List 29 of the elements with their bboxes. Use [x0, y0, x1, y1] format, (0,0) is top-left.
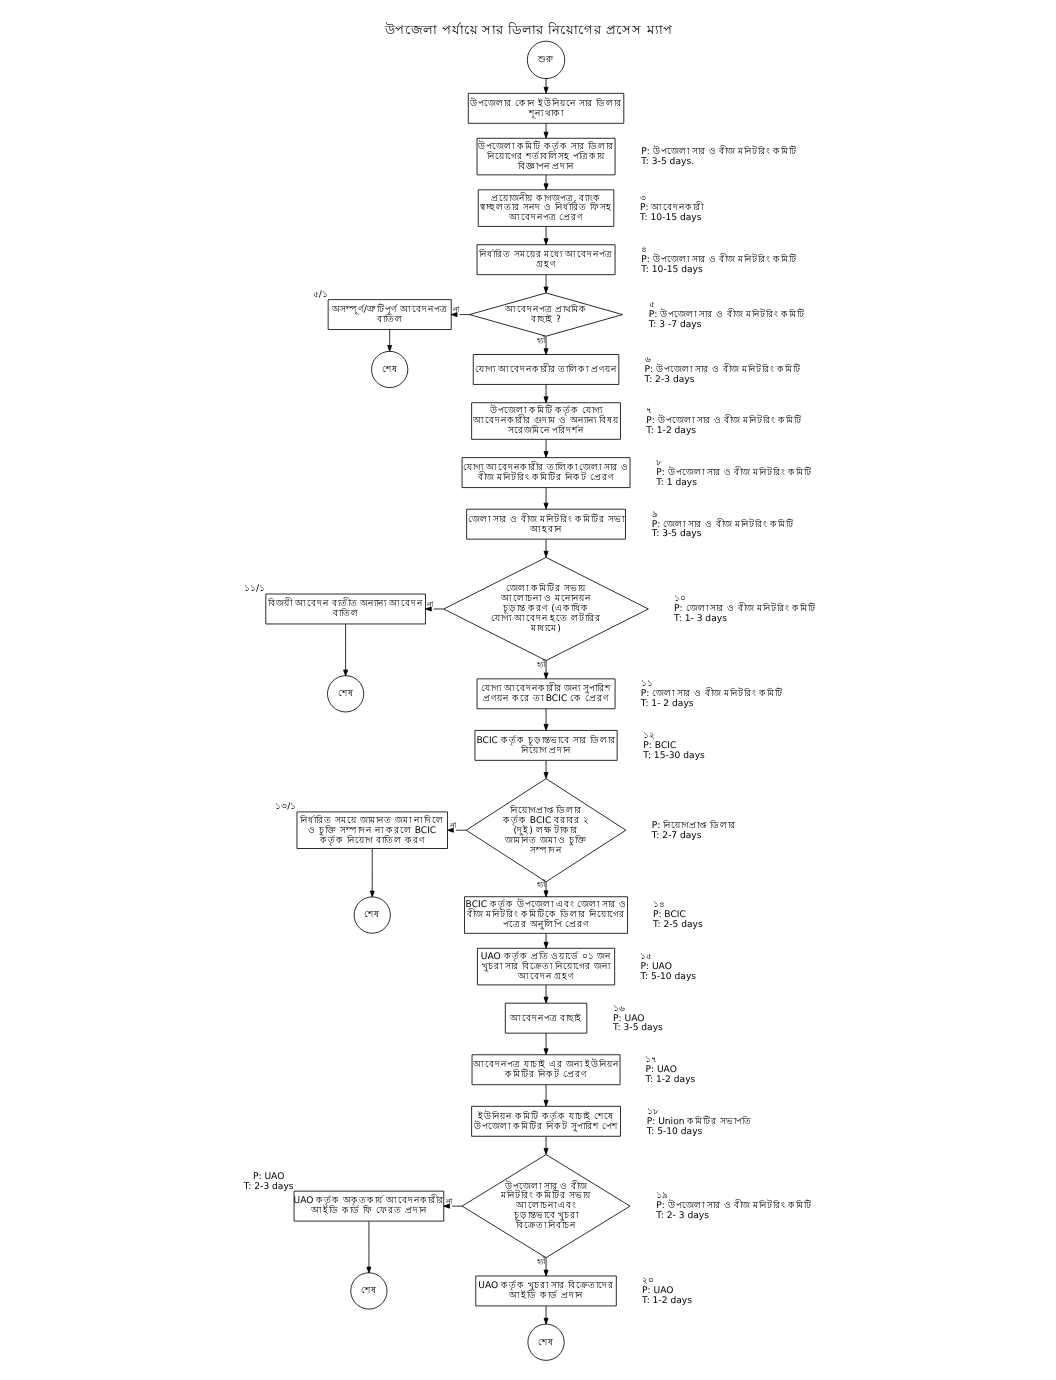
- arrow: [386, 329, 392, 352]
- arrow: [442, 1203, 462, 1209]
- arrow: [342, 623, 348, 677]
- arrow: [542, 123, 548, 139]
- arrow: [542, 660, 548, 680]
- arrow: [542, 984, 548, 1004]
- arrow: [542, 1305, 548, 1325]
- arrow: [542, 1084, 548, 1107]
- arrow: [424, 606, 444, 612]
- arrow: [542, 760, 548, 779]
- arrow: [542, 708, 548, 731]
- arrow: [542, 78, 548, 94]
- arrow: [542, 226, 548, 245]
- arrow: [542, 933, 548, 949]
- arrow: [542, 439, 548, 458]
- arrow: [449, 312, 469, 318]
- arrow: [542, 487, 548, 510]
- arrow: [542, 174, 548, 191]
- arrow: [542, 336, 548, 355]
- arrow: [365, 1221, 371, 1274]
- arrow: [368, 848, 374, 898]
- arrow: [542, 384, 548, 404]
- arrow: [446, 827, 466, 833]
- arrow: [542, 881, 548, 898]
- arrow: [542, 274, 548, 294]
- arrow: [542, 1257, 548, 1277]
- arrow: [542, 1032, 548, 1055]
- arrow: [542, 539, 548, 558]
- arrow: [542, 1136, 548, 1155]
